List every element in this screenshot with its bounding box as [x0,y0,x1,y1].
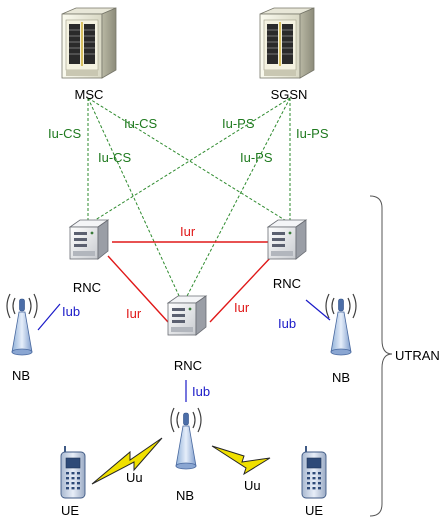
utran-brace [369,195,393,517]
rnc-center-icon [167,295,207,336]
uu-label-right: Uu [244,478,261,493]
ue-right-phone-icon [301,445,327,499]
ue-right-label: UE [305,503,323,518]
uu-left-bolt-icon [91,437,163,485]
iub-link-right [305,299,331,321]
nb-bottom-antenna-icon [170,407,202,470]
iur-links [107,241,273,323]
iur-link-right [209,255,273,323]
iu-ps-label-1: Iu-PS [222,116,255,131]
ue-left-phone-icon [60,445,86,499]
iub-label-center: Iub [192,384,210,399]
rnc-right-label: RNC [273,276,301,291]
nb-right-label: NB [332,370,350,385]
rnc-left-label: RNC [73,280,101,295]
iu-ps-link-center [185,97,291,299]
iu-cs-link-center [87,97,181,299]
iub-links [37,299,331,402]
iub-label-right: Iub [278,316,296,331]
iu-links [87,97,291,299]
msc-server-icon [61,7,117,79]
rnc-left-icon [69,219,109,260]
iu-cs-link-right [87,97,289,223]
iur-label-right: Iur [234,300,250,315]
iu-cs-label-1: Iu-CS [48,126,82,141]
iub-link-left [37,303,61,331]
iu-ps-link-left [91,97,291,223]
uu-label-left: Uu [126,470,143,485]
utran-label: UTRAN [395,348,440,363]
sgsn-label: SGSN [271,87,308,102]
ue-left-label: UE [61,503,79,518]
nb-bottom-label: NB [176,488,194,503]
msc-label: MSC [75,87,104,102]
rnc-center-label: RNC [174,358,202,373]
sgsn-server-icon [259,7,315,79]
iu-ps-label-3: Iu-PS [240,150,273,165]
iur-label-left: Iur [126,306,142,321]
nb-left-antenna-icon [6,293,38,356]
iu-ps-label-2: Iu-PS [296,126,329,141]
uu-right-bolt-icon [211,445,271,476]
iur-label-top: Iur [180,224,196,239]
iu-cs-label-2: Iu-CS [124,116,158,131]
rnc-right-icon [267,219,307,260]
iur-link-left [107,255,169,323]
iub-label-left: Iub [62,304,80,319]
nb-right-antenna-icon [325,293,357,356]
iu-cs-label-3: Iu-CS [98,150,132,165]
nb-left-label: NB [12,368,30,383]
